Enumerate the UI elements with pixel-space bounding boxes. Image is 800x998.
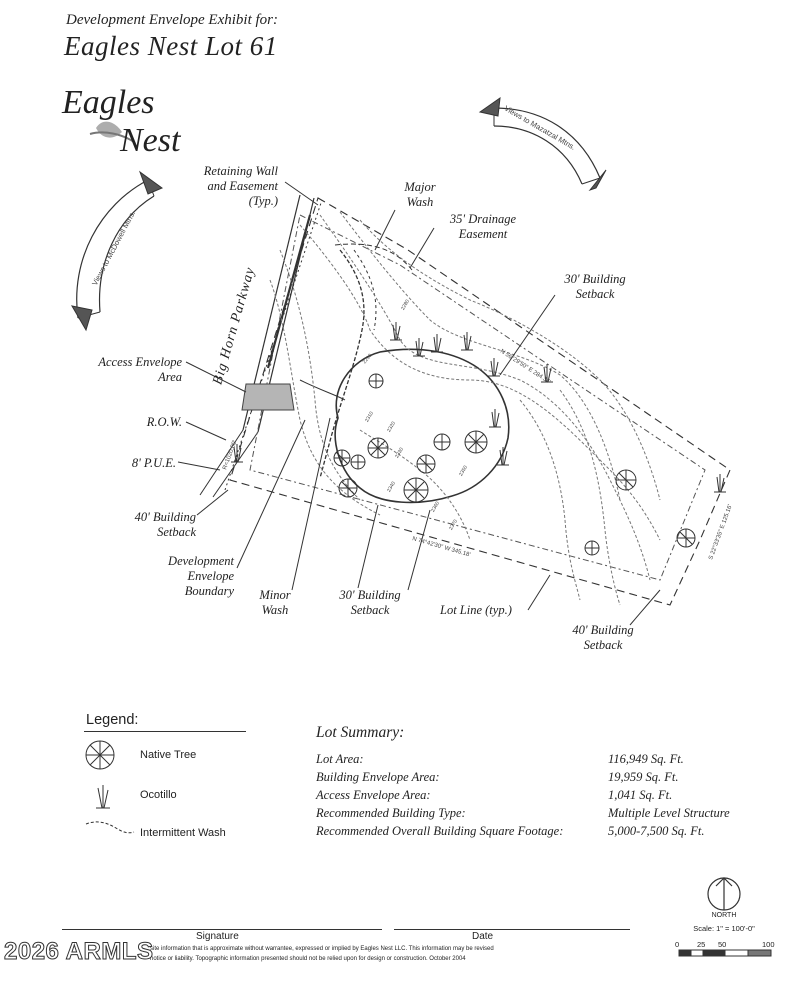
native-tree-icon <box>584 540 600 556</box>
legend-underline <box>84 731 246 732</box>
label-development-envelope: Development Envelope Boundary <box>168 554 234 598</box>
native-tree-icon <box>333 449 351 467</box>
armls-watermark: 2026 ARMLS <box>4 938 154 966</box>
exhibit-title: Eagles Nest Lot 61 <box>64 31 278 61</box>
lot-summary-title: Lot Summary: <box>316 724 405 741</box>
label-building-setback-40-left: 40' Building Setback <box>134 510 196 539</box>
ocotillo-icon <box>231 444 243 463</box>
ocotillo-icon <box>461 332 473 351</box>
label-major-wash: Major Wash <box>404 180 436 209</box>
date-label: Date <box>472 931 494 942</box>
site-plan-drawing: N 56°29'50" E 284.34' N 74°42'30" W 345.… <box>71 96 734 626</box>
summary-row-value: Multiple Level Structure <box>608 806 730 820</box>
summary-row-label: Building Envelope Area: <box>316 770 440 784</box>
legend-label-native-tree: Native Tree <box>140 749 197 761</box>
native-tree-icon <box>433 433 451 451</box>
north-label: NORTH <box>711 912 737 919</box>
scale-text: Scale: 1" = 100'-0" <box>693 924 755 933</box>
scale-tick-0: 0 <box>675 940 680 949</box>
label-lot-line: Lot Line (typ.) <box>440 603 512 617</box>
native-tree-icon <box>403 477 429 503</box>
ocotillo-icon <box>541 364 553 383</box>
ocotillo-icon <box>497 447 509 466</box>
label-drainage-easement: 35' Drainage Easement <box>449 212 517 241</box>
scale-tick-100: 100 <box>762 940 775 949</box>
summary-row-label: Recommended Building Type: <box>316 806 466 820</box>
native-tree-icon <box>368 373 384 389</box>
legend-wash-icon <box>85 821 135 834</box>
label-row: R.O.W. <box>146 415 182 429</box>
disclaimer-line-1: site information that is approximate wit… <box>150 946 494 952</box>
svg-text:N 56°29'50" E 284.34': N 56°29'50" E 284.34' <box>499 349 551 386</box>
label-building-setback-40-right: 40' Building Setback <box>572 623 634 652</box>
logo-word-eagles: Eagles <box>62 84 155 121</box>
ocotillo-icon <box>413 338 425 357</box>
signature-line <box>62 929 382 930</box>
scale-bar <box>678 949 772 957</box>
svg-text:R=1020.00': R=1020.00' <box>222 440 238 471</box>
legend-label-intermittent-wash: Intermittent Wash <box>140 827 226 839</box>
ocotillo-icon <box>431 334 443 353</box>
label-minor-wash: Minor Wash <box>259 588 291 617</box>
native-tree-icon <box>416 454 436 474</box>
native-tree-icon <box>615 469 637 491</box>
logo-word-nest: Nest <box>120 122 181 159</box>
legend-native-tree-icon <box>85 740 115 770</box>
ocotillo-icon <box>489 409 501 428</box>
ocotillo-icon <box>714 474 726 493</box>
label-building-setback-30-bottom: 30' Building Setback <box>339 588 401 617</box>
scale-tick-25: 25 <box>697 940 706 949</box>
native-tree-icon <box>464 430 488 454</box>
legend-ocotillo-icon <box>96 785 110 809</box>
legend-label-ocotillo: Ocotillo <box>140 789 177 801</box>
date-line <box>394 929 630 930</box>
native-tree-icon <box>338 478 358 498</box>
views-mazatzal-arc <box>478 96 607 192</box>
native-tree-icon <box>350 454 366 470</box>
signature-label: Signature <box>196 931 239 942</box>
ocotillo-icon <box>390 322 402 341</box>
summary-row-value: 5,000-7,500 Sq. Ft. <box>608 824 705 838</box>
legend-title: Legend: <box>86 712 139 728</box>
svg-text:N 74°42'30" W 345.18': N 74°42'30" W 345.18' <box>411 536 471 558</box>
summary-row-value: 19,959 Sq. Ft. <box>608 770 679 784</box>
native-tree-icon <box>367 437 389 459</box>
exhibit-subtitle: Development Envelope Exhibit for: <box>66 12 279 28</box>
summary-row-label: Recommended Overall Building Square Foot… <box>316 824 564 838</box>
label-retaining-wall: Retaining Wall and Easement (Typ.) <box>203 164 278 208</box>
summary-row-label: Lot Area: <box>316 752 364 766</box>
eagles-nest-logo: Eagles Nest <box>62 84 192 164</box>
label-building-setback-30-top: 30' Building Setback <box>564 272 626 301</box>
views-mcdowell-arc <box>71 170 164 332</box>
summary-row-value: 116,949 Sq. Ft. <box>608 752 684 766</box>
ocotillo-icon <box>488 358 500 377</box>
scale-tick-50: 50 <box>718 940 727 949</box>
north-arrow-icon <box>707 877 741 911</box>
label-pue: 8' P.U.E. <box>131 456 176 470</box>
label-access-envelope: Access Envelope Area <box>98 355 182 384</box>
native-tree-icon <box>676 528 696 548</box>
summary-row-label: Access Envelope Area: <box>316 788 431 802</box>
disclaimer-line-2: notice or liability. Topographic informa… <box>150 956 466 962</box>
summary-row-value: 1,041 Sq. Ft. <box>608 788 673 802</box>
